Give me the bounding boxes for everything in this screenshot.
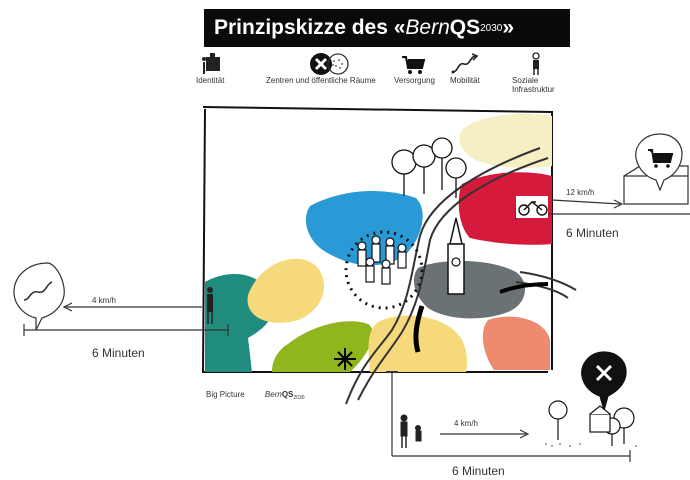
zone-grey — [413, 260, 526, 319]
public-space-circle — [344, 230, 424, 310]
legend-label-social: Soziale Infrastruktur — [512, 76, 555, 94]
legend-item-social: Soziale Infrastruktur — [512, 52, 560, 94]
legend-label-mobility: Mobilität — [450, 76, 480, 85]
road-line-east — [519, 271, 577, 291]
legend-item-public-space — [326, 52, 350, 76]
footer-brand-italic: Bern — [264, 390, 282, 399]
footer-brand-bold: QS — [281, 390, 294, 399]
legend-label-identity: Identität — [196, 76, 225, 85]
bridge-south — [413, 305, 425, 353]
right-speed-label: 12 km/h — [566, 188, 595, 197]
legend-item-supply: Versorgung — [394, 52, 435, 85]
bottom-persons — [400, 414, 422, 448]
left-duration-label: 6 Minuten — [92, 346, 145, 360]
legend: Identität Zentren und öffentliche Räume … — [196, 52, 566, 104]
bicycle-icon — [516, 196, 548, 218]
public-space-icon — [327, 53, 349, 75]
church-landmark — [447, 217, 465, 295]
bottom-route — [386, 371, 631, 462]
zone-red — [458, 172, 552, 245]
zone-pale-yellow — [459, 113, 552, 168]
road-line-east-2 — [515, 281, 569, 299]
title-suffix: » — [502, 16, 515, 39]
left-person — [207, 287, 213, 324]
plant-symbol — [334, 348, 356, 370]
title-brand-bold: QS — [449, 16, 481, 39]
bottom-center-marker — [581, 351, 627, 413]
zone-green — [272, 321, 373, 372]
zone-yellow-left — [247, 258, 325, 323]
shopping-cart-icon — [402, 56, 426, 74]
title-brand-sub: 2030 — [480, 22, 503, 34]
river-line-a — [345, 147, 541, 405]
person-icon — [532, 52, 540, 75]
identity-icon — [202, 53, 220, 74]
footer-caption: Big Picture BernQS2030 — [206, 390, 305, 401]
legend-label-center: Zentren und öffentliche Räume — [266, 76, 376, 85]
bottom-dots — [545, 443, 637, 447]
cart-marker-icon — [648, 149, 674, 168]
legend-item-identity: Identität — [196, 52, 226, 85]
crowd-group — [357, 235, 407, 285]
zone-salmon — [482, 316, 550, 370]
title-brand-italic: Bern — [405, 16, 450, 39]
center-marker-icon — [309, 53, 332, 75]
legend-item-mobility: Mobilität — [450, 52, 480, 85]
bottom-trees — [548, 400, 635, 446]
title-prefix: Prinzipskizze des « — [214, 16, 406, 39]
bridge-east — [499, 282, 549, 294]
tree-group-top — [391, 137, 467, 198]
right-duration-label: 6 Minuten — [566, 226, 619, 240]
footer-brand-sub: 2030 — [293, 395, 305, 401]
mobility-arrow-icon — [451, 53, 479, 74]
legend-item-center: Zentren und öffentliche Räume — [266, 52, 376, 85]
bottom-speed-label: 4 km/h — [454, 419, 479, 428]
left-speed-label: 4 km/h — [92, 296, 117, 305]
footer-label: Big Picture — [206, 390, 245, 399]
bottom-duration-label: 6 Minuten — [452, 464, 505, 478]
river-line-b — [357, 157, 549, 401]
left-route — [13, 262, 229, 336]
legend-label-supply: Versorgung — [394, 76, 435, 85]
